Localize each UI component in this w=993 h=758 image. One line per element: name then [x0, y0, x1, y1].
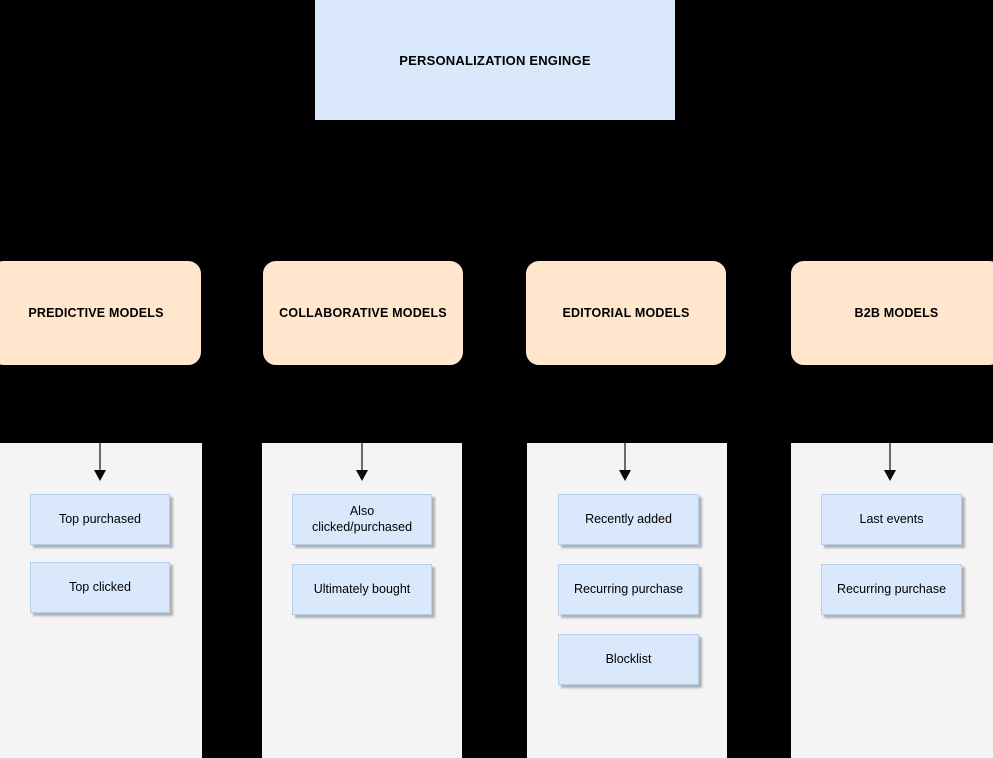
- list-item-label: Blocklist: [605, 651, 652, 666]
- list-item[interactable]: Recurring purchase: [821, 564, 962, 615]
- branch-label-collaborative-models: COLLABORATIVE MODELS: [279, 306, 447, 320]
- arrow-shaft: [624, 443, 626, 474]
- personalization-engine-node[interactable]: PERSONALIZATION ENGINGE: [315, 0, 675, 120]
- branch-label-predictive-models: PREDICTIVE MODELS: [28, 306, 164, 320]
- list-item[interactable]: Blocklist: [558, 634, 699, 685]
- branch-node-collaborative-models[interactable]: COLLABORATIVE MODELS: [262, 260, 464, 366]
- connector-engine-trunk: [494, 120, 496, 190]
- arrow-head: [94, 470, 106, 481]
- connector-branch-drop-3: [625, 189, 627, 260]
- arrow-down-icon-collaborative: [355, 443, 369, 483]
- arrow-down-icon-editorial: [618, 443, 632, 483]
- branch-panel-predictive-models: Top purchased Top clicked: [0, 443, 202, 758]
- list-item[interactable]: Recurring purchase: [558, 564, 699, 615]
- list-item-label: Last events: [859, 511, 924, 526]
- connector-branch-drop-4: [889, 189, 891, 260]
- arrow-shaft: [99, 443, 101, 474]
- branch-node-predictive-models[interactable]: PREDICTIVE MODELS: [0, 260, 202, 366]
- list-item-label: Ultimately bought: [313, 581, 411, 596]
- arrow-down-icon-predictive: [93, 443, 107, 483]
- list-item-label: Recurring purchase: [836, 581, 947, 596]
- list-item[interactable]: Recently added: [558, 494, 699, 545]
- list-item[interactable]: Last events: [821, 494, 962, 545]
- connector-branch-to-panel-4: [889, 366, 891, 444]
- list-item-label: Recently added: [585, 511, 672, 526]
- list-item[interactable]: Top purchased: [30, 494, 170, 545]
- branch-panel-collaborative-models: Also clicked/purchased Ultimately bought: [262, 443, 462, 758]
- connector-branch-to-panel-3: [625, 366, 627, 444]
- arrow-head: [356, 470, 368, 481]
- arrow-head: [619, 470, 631, 481]
- list-item-label: Also clicked/purchased: [311, 503, 413, 534]
- connector-branch-bus: [100, 189, 891, 191]
- branch-panel-b2b-models: Last events Recurring purchase: [791, 443, 993, 758]
- connector-branch-drop-2: [361, 189, 363, 260]
- list-item[interactable]: Top clicked: [30, 562, 170, 613]
- arrow-shaft: [889, 443, 891, 474]
- branch-label-b2b-models: B2B MODELS: [854, 306, 939, 320]
- connector-branch-to-panel-2: [361, 366, 363, 444]
- list-item[interactable]: Ultimately bought: [292, 564, 432, 615]
- list-item-label: Top clicked: [69, 579, 131, 594]
- connector-branch-to-panel-1: [99, 366, 101, 444]
- arrow-head: [884, 470, 896, 481]
- branch-panel-editorial-models: Recently added Recurring purchase Blockl…: [527, 443, 727, 758]
- arrow-shaft: [361, 443, 363, 474]
- personalization-engine-label: PERSONALIZATION ENGINGE: [399, 52, 591, 68]
- branch-node-editorial-models[interactable]: EDITORIAL MODELS: [525, 260, 727, 366]
- connector-branch-drop-1: [99, 189, 101, 260]
- list-item-label: Top purchased: [58, 511, 141, 526]
- branch-node-b2b-models[interactable]: B2B MODELS: [790, 260, 993, 366]
- arrow-down-icon-b2b: [883, 443, 897, 483]
- branch-label-editorial-models: EDITORIAL MODELS: [562, 306, 690, 320]
- list-item[interactable]: Also clicked/purchased: [292, 494, 432, 545]
- list-item-label: Recurring purchase: [573, 581, 684, 596]
